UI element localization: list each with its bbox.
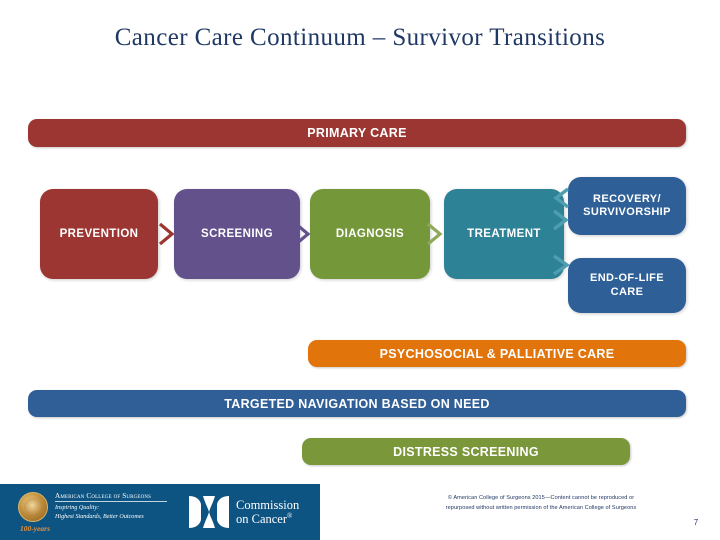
acs-seal-inner-icon	[24, 498, 42, 516]
acs-logo-text: American College of Surgeons Inspiring Q…	[55, 492, 167, 521]
coc-line-1: Commission	[236, 498, 300, 512]
copyright-line-1: © American College of Surgeons 2015—Cont…	[447, 495, 635, 501]
band-targeted-navigation: TARGETED NAVIGATION BASED ON NEED	[28, 390, 686, 417]
band-psychosocial-palliative-care: PSYCHOSOCIAL & PALLIATIVE CARE	[308, 340, 686, 367]
page-title: Cancer Care Continuum – Survivor Transit…	[114, 24, 606, 51]
acs-tagline-line1: Inspiring Quality:	[55, 504, 100, 511]
stage-box-treatment: TREATMENT	[444, 189, 564, 279]
stage-box-end-of-life-care: END-OF-LIFE CARE	[568, 258, 686, 313]
stage-box-prevention: PREVENTION	[40, 189, 158, 279]
commission-on-cancer-mark-icon	[189, 496, 229, 528]
coc-line-2: on Cancer	[236, 512, 288, 526]
registered-mark-icon: ®	[287, 511, 293, 520]
acs-seal-icon	[18, 492, 48, 522]
footer-white-panel	[320, 484, 700, 540]
coc-line-2-wrap: on Cancer®	[236, 512, 299, 526]
commission-on-cancer-text: Commission on Cancer®	[236, 498, 299, 526]
stage-box-diagnosis: DIAGNOSIS	[310, 189, 430, 279]
band-distress-screening: DISTRESS SCREENING	[302, 438, 630, 465]
stage-box-recovery-survivorship: RECOVERY/ SURVIVORSHIP	[568, 177, 686, 235]
american-college-of-surgeons-logo: American College of Surgeons Inspiring Q…	[18, 490, 168, 536]
footer-right-margin	[700, 484, 720, 540]
copyright-notice: © American College of Surgeons 2015—Cont…	[396, 494, 686, 514]
stage-box-screening: SCREENING	[174, 189, 300, 279]
page-number: 7	[693, 518, 699, 527]
acs-tagline-line2: Highest Standards, Better Outcomes	[55, 514, 144, 521]
copyright-line-2: repurposed without written permission of…	[445, 504, 637, 511]
acs-centennial-badge: 100-years	[20, 524, 50, 533]
band-primary-care: PRIMARY CARE	[28, 119, 686, 147]
commission-on-cancer-logo: Commission on Cancer®	[188, 492, 318, 534]
acs-org-name: American College of Surgeons	[55, 492, 167, 502]
